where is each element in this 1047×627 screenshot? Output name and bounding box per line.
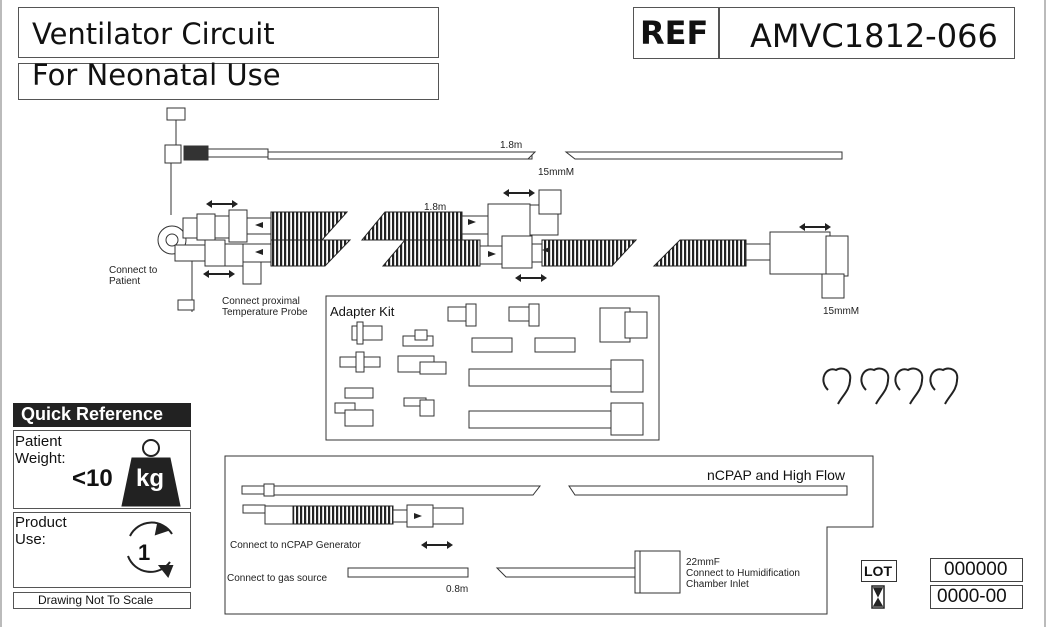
product-use-cell: [13, 512, 191, 588]
connect-probe-line1: Connect proximal: [222, 296, 300, 307]
connector-size: 22mmF: [686, 557, 720, 568]
weight-icon: [121, 439, 181, 507]
patient-weight-cell: [13, 430, 191, 509]
ncpap-length-label: 0.8m: [446, 584, 469, 595]
adapter-kit-parts: [334, 303, 648, 436]
lot-value-box: [930, 558, 1023, 582]
adapter-kit-title: Adapter Kit: [330, 304, 395, 319]
ref-value: AMVC1812-066: [750, 17, 998, 55]
connect-to-patient-line2: Patient: [109, 276, 141, 287]
length-top-label: 1.8m: [500, 140, 523, 151]
quick-reference-title: Quick Reference: [21, 404, 164, 424]
title-box-line2: [18, 63, 439, 100]
drawing-note-cell: [13, 592, 191, 609]
product-use-line1: Product: [15, 514, 67, 531]
product-subtitle: For Neonatal Use: [32, 58, 281, 92]
ref-label: REF: [640, 14, 709, 52]
connector-top-label: 15mmM: [538, 167, 575, 178]
ncpap-title: nCPAP and High Flow: [707, 467, 845, 483]
connect-gas-label: Connect to gas source: [227, 573, 328, 584]
single-patient-use-icon: [127, 521, 174, 578]
humidifier-connector-label: 22mmF Connect to Humidification Chamber …: [686, 557, 800, 590]
title-box-line1: [18, 7, 439, 58]
inspiratory-limb: [157, 189, 562, 255]
length-limb-label: 1.8m: [424, 202, 447, 213]
single-use-figure: 1: [138, 540, 151, 565]
lot-label-box: [861, 560, 897, 582]
weight-unit: kg: [136, 465, 165, 492]
quick-reference-header: [13, 403, 191, 427]
patient-weight-line2: Weight:: [15, 450, 66, 467]
ncpap-parts: [241, 483, 848, 594]
product-title: Ventilator Circuit: [32, 17, 275, 51]
lot-value: 000000: [944, 559, 1008, 580]
lot-label: LOT: [864, 563, 892, 579]
product-use-line2: Use:: [15, 531, 46, 548]
date-value-box: [930, 585, 1023, 609]
patient-weight-line1: Patient: [15, 433, 62, 450]
connect-to-patient-line1: Connect to: [109, 265, 158, 276]
expiry-hourglass-icon: [871, 585, 885, 609]
connector-line3: Chamber Inlet: [686, 579, 749, 590]
connect-probe-label: Connect proximal Temperature Probe: [222, 296, 308, 318]
drawing-not-to-scale: Drawing Not To Scale: [38, 593, 154, 607]
ref-label-cell: REF: [633, 7, 719, 59]
expiratory-limb: [174, 231, 849, 312]
date-value: 0000-00: [937, 586, 1007, 607]
connector-line2: Connect to Humidification: [686, 568, 800, 579]
connect-generator-label: Connect to nCPAP Generator: [230, 540, 361, 551]
probe-wire: [164, 107, 843, 215]
product-use-label: Product Use:: [15, 514, 67, 548]
connector-right-label: 15mmM: [823, 306, 860, 317]
ref-value-cell: AMVC1812-066: [719, 7, 1015, 59]
weight-value: <10: [72, 465, 113, 492]
connect-to-patient-label: Connect to Patient: [109, 265, 157, 287]
tube-clips: [822, 367, 959, 405]
connect-probe-line2: Temperature Probe: [222, 307, 308, 318]
patient-weight-label: Patient Weight:: [15, 433, 66, 467]
